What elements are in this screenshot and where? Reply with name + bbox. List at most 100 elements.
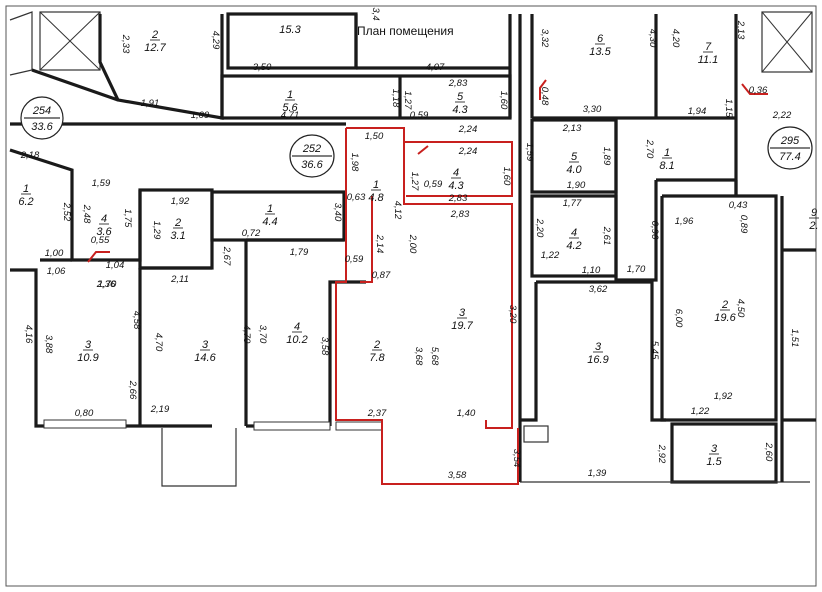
room-label: 613.5 [589,33,611,58]
apartment-area: 33.6 [31,121,53,133]
dimension-label: 3,88 [43,335,54,354]
dimension-label: 2,14 [374,234,385,254]
room-number: 1 [664,147,670,159]
room-label: 18.1 [659,147,674,172]
dimension-label: 4,07 [426,62,445,73]
room-area: 12.7 [144,42,166,54]
dimension-label: 1,18 [390,89,401,108]
dimension-label: 0,63 [347,192,366,203]
dimension-label: 2,83 [448,78,468,89]
dimension-label: 2,13 [735,20,746,40]
apartment-number: 254 [32,105,51,117]
plan-title: План помещения [357,24,454,38]
dimension-label: 0,59 [345,254,364,265]
room-label: 44.3 [448,167,464,192]
dimension-label: 2,37 [367,408,387,419]
dimension-label: 1,75 [122,209,133,228]
room-label: 54.0 [566,151,582,176]
room-number: 4 [101,213,107,225]
dimension-label: 3,62 [589,284,608,295]
dimension-label: 2,24 [458,124,478,135]
apartment-label-252: 252 36.6 [289,134,335,178]
dimension-label: 1,10 [582,265,601,276]
room-label: 15.6 [282,89,298,114]
dimension-label: 1,06 [47,266,66,277]
apartment-number: 252 [302,143,321,155]
dimension-label: 6,00 [673,309,684,328]
dimension-label: 3,20 [507,305,518,324]
room-number: 2 [151,29,158,41]
dimension-label: 4,70 [241,325,252,344]
room-label: 219.6 [714,299,736,324]
room-area: 19.7 [451,320,473,332]
room-label: 14.4 [262,203,277,228]
room-label: 54.3 [452,91,468,116]
dimension-label: 2,66 [127,380,138,400]
room-number: 1 [267,203,273,215]
dimension-label: 1,92 [714,391,733,402]
room-number: 4 [571,227,577,239]
dimension-label: 1,39 [588,468,607,479]
dimension-label: 1,89 [601,147,612,166]
drawing-frame [5,5,817,587]
room-label: 410.2 [286,321,307,346]
dimension-label: 2,19 [150,404,170,415]
dimension-label: 2,70 [644,139,655,159]
hatched-shafts [9,11,813,76]
room-area: 7.8 [369,352,385,364]
room-area: 1.5 [706,456,722,468]
room-number: 5 [571,151,578,163]
dimension-label: 2,33 [120,34,131,54]
dimension-label: 0,87 [372,270,391,281]
dimension-label: 4,70 [153,333,164,352]
dimension-label: 2,48 [81,204,92,224]
room-number: 1 [287,89,293,101]
dimension-label: 1,29 [151,221,162,240]
room-area: 11.1 [698,54,719,66]
room-area: 14.6 [194,352,216,364]
dimension-label: 1,09 [191,110,210,121]
dimension-label: 1,94 [688,106,707,117]
dimension-label: 2,20 [534,218,545,238]
dimension-label: 2,60 [763,442,774,462]
room-area: 4.8 [368,192,384,204]
dimension-label: 3,58 [448,470,467,481]
room-area: 3.1 [170,230,185,242]
room-area: 4.3 [452,104,468,116]
room-number: 3 [595,341,602,353]
dimension-label: 3,68 [413,347,424,366]
dimension-label: 4,71 [281,110,300,121]
dimension-label: 1,40 [457,408,476,419]
dimension-label: 4,50 [735,299,746,318]
dimension-label: 2,22 [772,110,792,121]
dimension-label: 2,00 [407,234,418,254]
dimension-label: 3,54 [511,449,522,468]
room-area: 2. [808,220,818,232]
dimension-label: 1,15 [723,99,734,118]
room-number: 2 [373,339,380,351]
dimension-label: 4,12 [392,201,403,220]
room-area: 4.3 [448,180,464,192]
selected-premise-outline [335,127,519,485]
dimension-label: 1,59 [92,178,111,189]
dimension-label: 0,89 [738,215,749,234]
dimension-label: 2,13 [562,123,582,134]
room-area: 4.4 [262,216,277,228]
dimension-label: 4,16 [23,325,34,344]
dimension-label: 3,40 [332,203,343,222]
room-area: 19.6 [714,312,736,324]
dimension-label: 1,51 [789,329,800,348]
dimension-label: 1,00 [45,248,64,259]
dimension-label: 0,96 [649,221,660,240]
room-label: 319.7 [451,307,473,332]
dimension-label: 2,52 [61,202,72,222]
room-area: 15.3 [279,24,301,36]
dimension-label: 4,30 [647,29,658,48]
room-area: 6.2 [18,196,33,208]
dimension-label: 1,90 [567,180,586,191]
room-number: 9 [811,207,817,219]
room-label: 44.2 [566,227,581,252]
room-label: 316.9 [587,341,608,366]
